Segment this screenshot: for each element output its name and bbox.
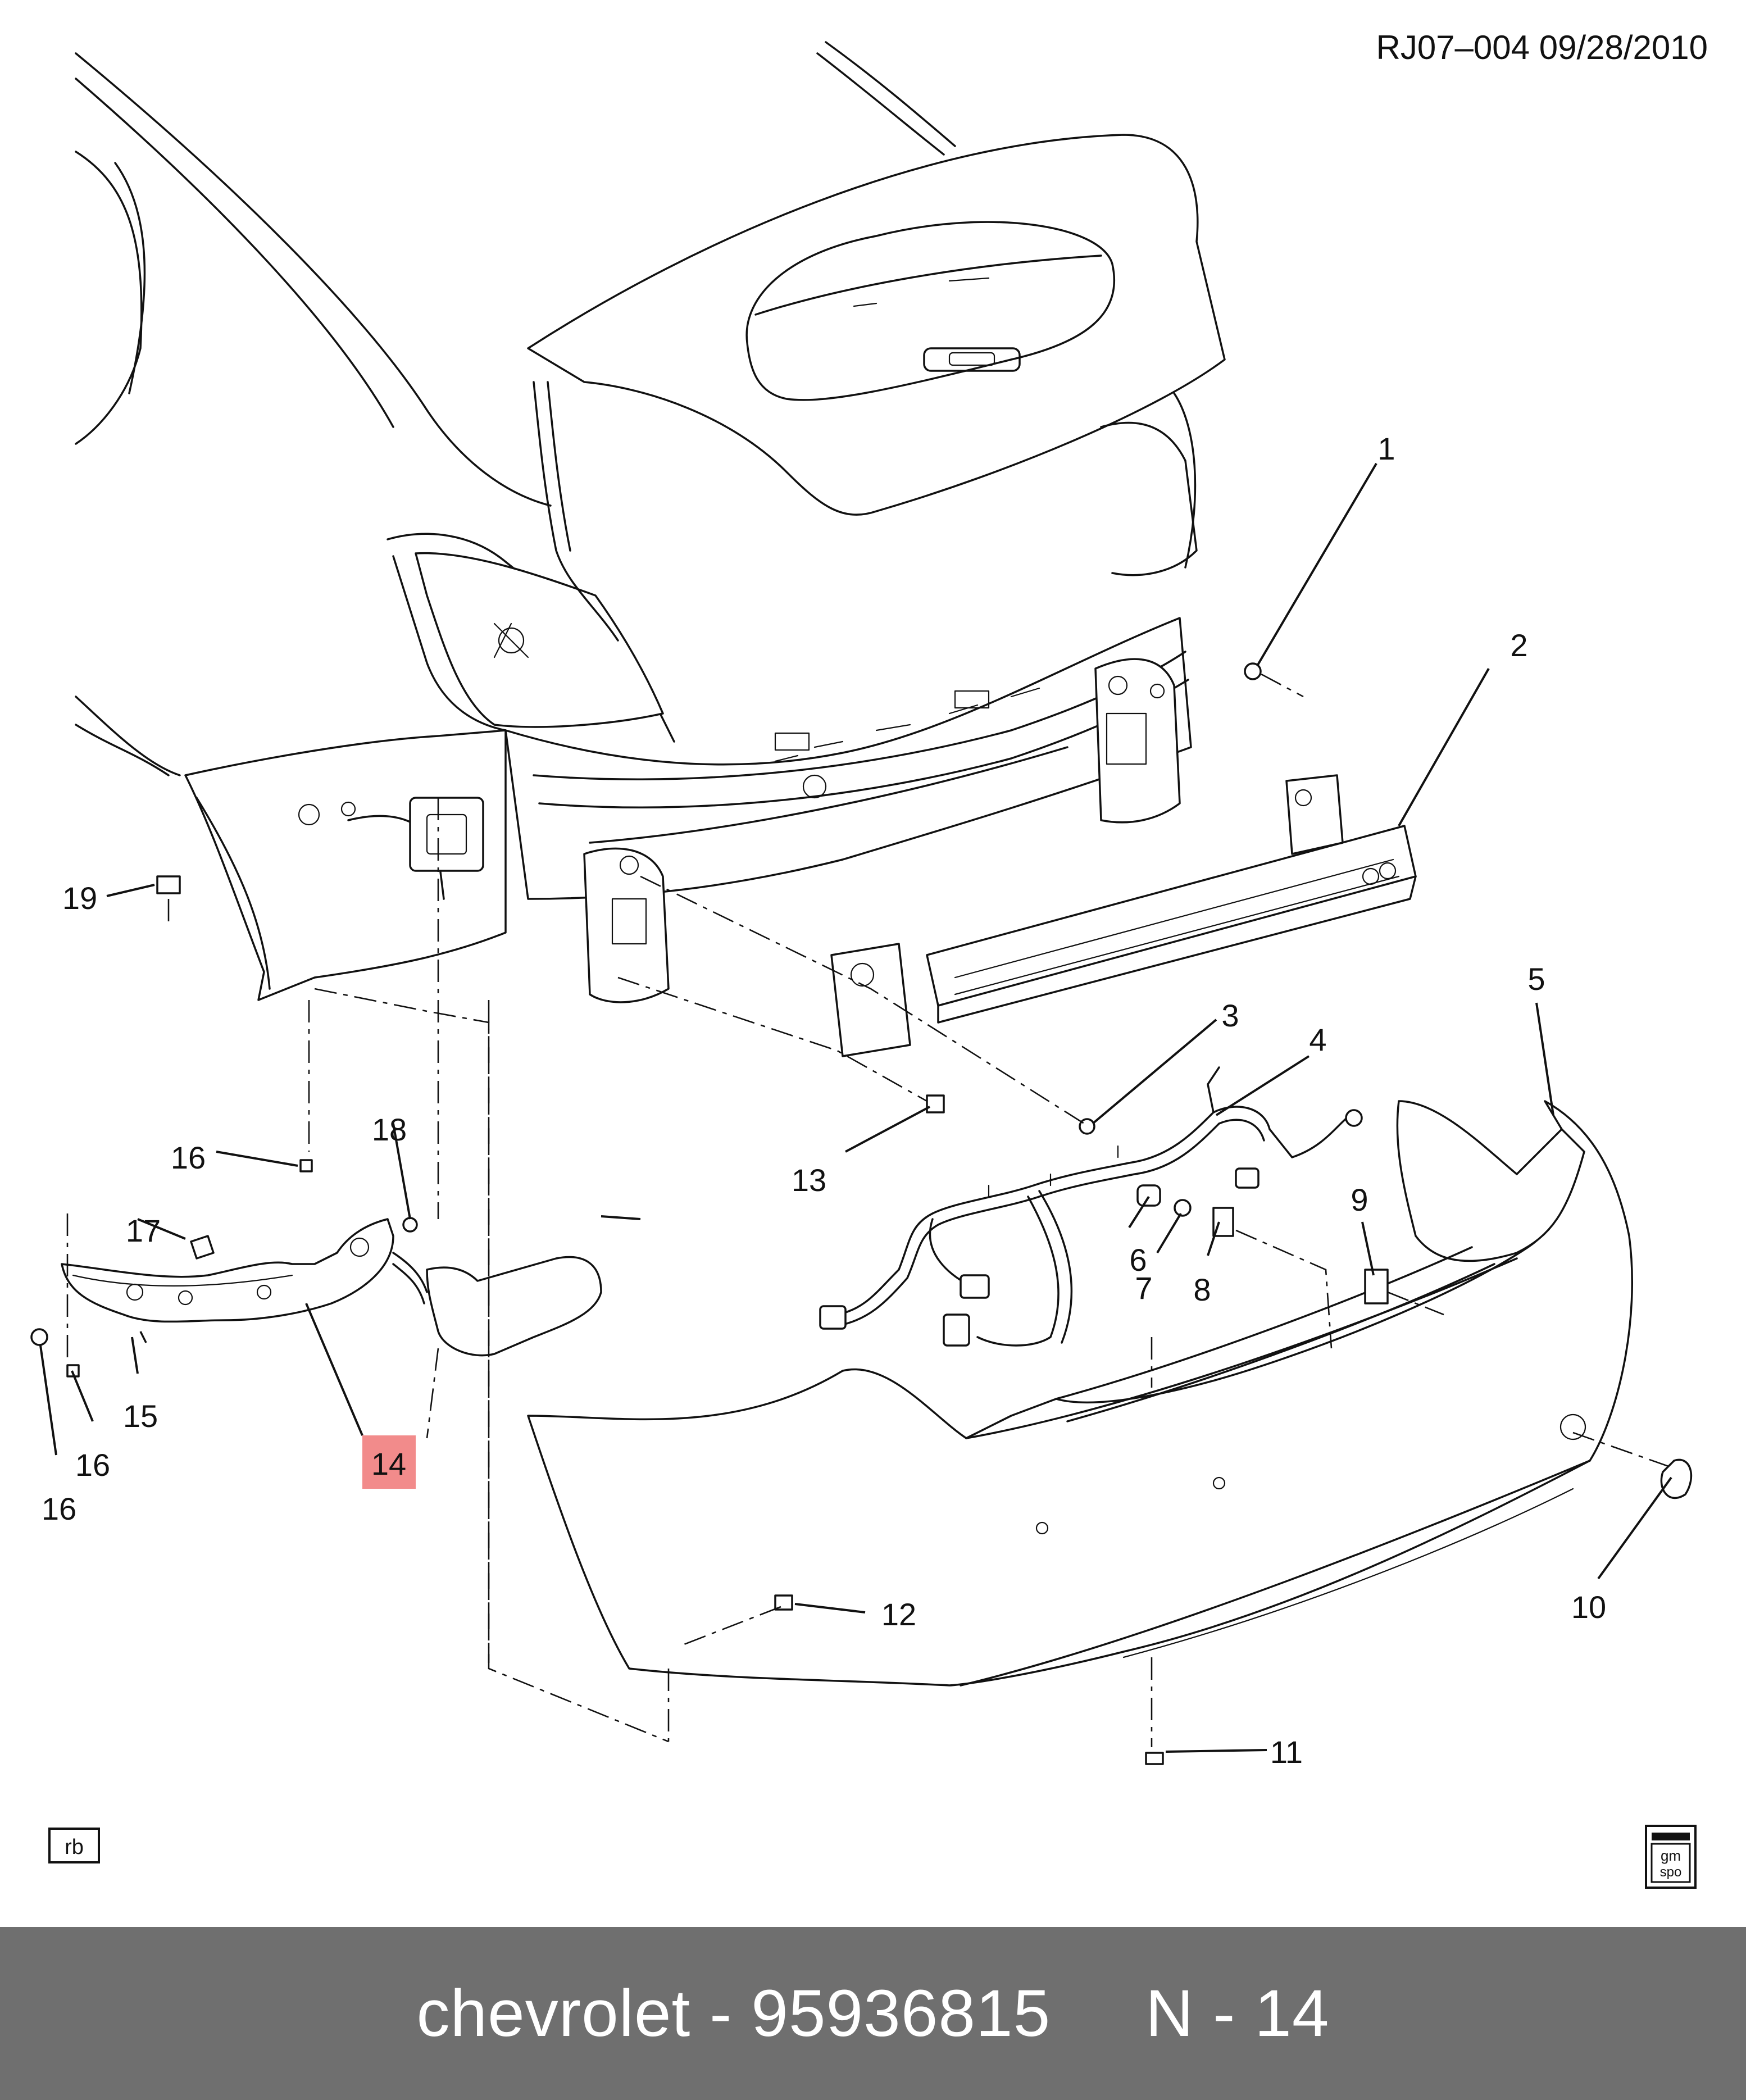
part-12-retainer (774, 1594, 793, 1611)
callout-11: 11 (1270, 1734, 1303, 1770)
callout-14-highlight (362, 1435, 416, 1489)
part-14-bracket-assembly (30, 1159, 602, 1378)
callout-6: 6 (1129, 1242, 1147, 1278)
callout-18: 18 (372, 1112, 407, 1147)
part-4-wiring-harness (819, 1066, 1363, 1347)
callout-5: 5 (1527, 961, 1545, 997)
callout-16-middle: 16 (75, 1447, 110, 1483)
callout-9: 9 (1351, 1182, 1368, 1217)
part-8-bracket (1212, 1207, 1234, 1237)
footer-banner: chevrolet - 95936815 N - 14 (0, 1927, 1746, 2100)
part-13-bolt (926, 1094, 945, 1113)
part-10-cover (1660, 1458, 1693, 1499)
callout-8: 8 (1193, 1272, 1211, 1307)
callout-3: 3 (1221, 998, 1239, 1033)
exploded-parts-diagram: RJ07–004 09/28/2010 (30, 29, 1708, 1889)
gm-spo-logo: gm spo (1645, 1825, 1697, 1889)
callout-7: 7 (1135, 1270, 1152, 1306)
footer-part-label: chevrolet - 95936815 N - 14 (416, 1976, 1330, 2051)
callout-10: 10 (1571, 1589, 1606, 1625)
callout-14: 14 (371, 1446, 406, 1481)
callout-12: 12 (881, 1597, 916, 1632)
callout-labels: 1 2 3 4 5 6 7 8 9 10 11 12 13 14 15 16 1… (42, 431, 1606, 1770)
part-16-pushpin-upper (299, 1159, 313, 1172)
diagram-code: RJ07–004 09/28/2010 (1376, 29, 1708, 66)
svg-text:spo: spo (1660, 1865, 1682, 1880)
callout-4: 4 (1309, 1022, 1326, 1057)
vehicle-rear-body (75, 41, 1226, 1003)
part-7-grommet (1174, 1199, 1192, 1217)
svg-text:rb: rb (65, 1835, 84, 1859)
callout-19: 19 (62, 880, 97, 916)
callout-15: 15 (123, 1398, 158, 1434)
svg-text:gm: gm (1661, 1847, 1681, 1864)
part-9-retainer (1364, 1269, 1389, 1304)
callout-17: 17 (126, 1213, 161, 1248)
part-2-impact-bar (830, 774, 1417, 1057)
part-17-clip (190, 1235, 215, 1260)
callout-13: 13 (792, 1162, 826, 1198)
callout-1: 1 (1377, 431, 1395, 466)
part-18-washer (402, 1217, 418, 1233)
callout-leaders (39, 462, 1672, 1753)
callout-16-lower: 16 (42, 1491, 76, 1526)
callout-2: 2 (1510, 628, 1527, 663)
callout-16-upper: 16 (171, 1140, 206, 1175)
assembly-guide-lines (66, 673, 1669, 1747)
part-6-sensor (1136, 1184, 1161, 1207)
parts-diagram-area: RJ07–004 09/28/2010 (30, 29, 1708, 1889)
part-1-nut (1244, 662, 1262, 680)
part-19-clip (156, 875, 181, 894)
part-16-pushpin-left (30, 1328, 48, 1346)
small-parts-6-7-8-9 (1136, 1184, 1693, 1499)
part-11-screw (1145, 1752, 1164, 1765)
part-5-bumper-fascia (527, 1100, 1633, 1687)
rb-badge: rb (48, 1828, 100, 1863)
